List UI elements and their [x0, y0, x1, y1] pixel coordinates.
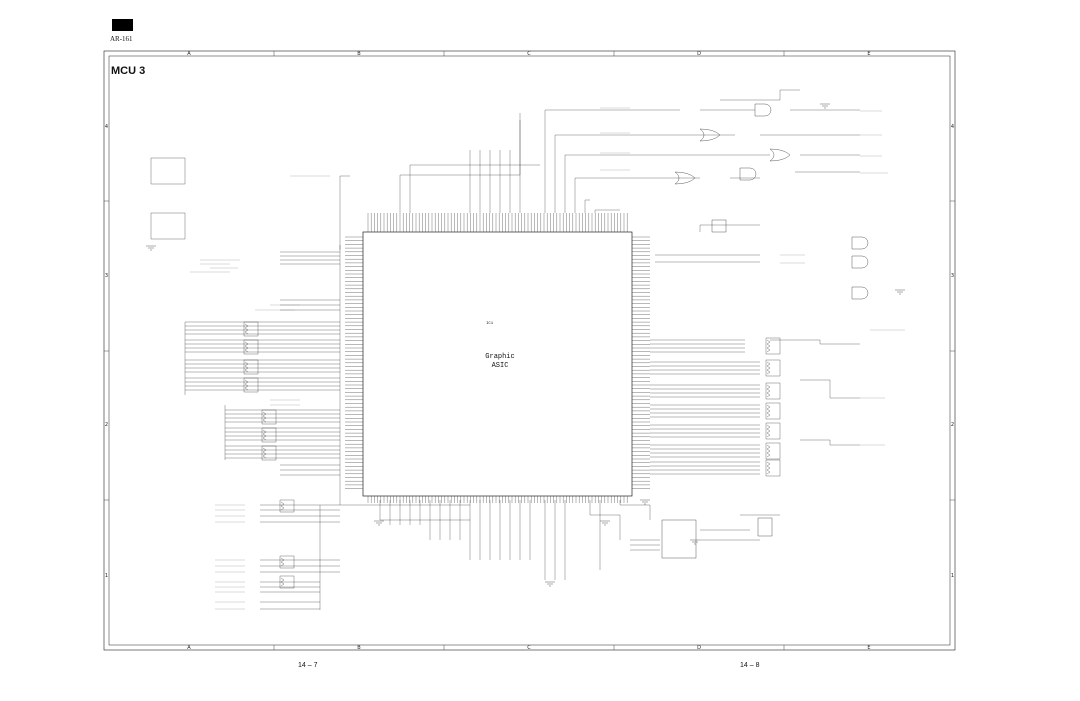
zone-top-c: C — [527, 51, 531, 57]
zone-bottom-c: C — [527, 645, 531, 651]
asic-title: Graphic ASIC — [440, 353, 560, 371]
signal-label-marks — [190, 107, 905, 610]
zone-left-4: 4 — [105, 124, 108, 130]
zone-bottom-b: B — [357, 645, 361, 651]
page-number-right: 14 – 8 — [740, 662, 760, 669]
inner-border — [108, 55, 951, 646]
wiring — [184, 89, 860, 610]
page-number-left: 14 – 7 — [298, 662, 318, 669]
zone-left-1: 1 — [105, 573, 108, 579]
zone-bottom-a: A — [187, 645, 191, 651]
zone-top-d: D — [697, 51, 701, 57]
zone-top-e: E — [867, 51, 870, 57]
zone-right-3: 3 — [951, 273, 954, 279]
zone-left-2: 2 — [105, 422, 108, 428]
model-label: AR-161 — [110, 35, 133, 43]
logic-gates — [661, 103, 869, 559]
zone-top-a: A — [187, 51, 191, 57]
zone-bottom-e: E — [867, 645, 870, 651]
ground-symbols — [146, 103, 905, 587]
zone-bottom-d: D — [697, 645, 701, 651]
zone-right-1: 1 — [951, 573, 954, 579]
zone-right-2: 2 — [951, 422, 954, 428]
black-index-tab — [112, 19, 133, 31]
asic-body — [362, 231, 633, 497]
outer-frame — [103, 50, 956, 651]
zone-top-b: B — [357, 51, 361, 57]
resistor-arrays — [150, 157, 781, 589]
zone-ticks — [104, 51, 955, 650]
zone-right-4: 4 — [951, 124, 954, 130]
asic-title-line2: ASIC — [491, 362, 509, 370]
sheet-title: MCU 3 — [111, 65, 146, 77]
zone-left-3: 3 — [105, 273, 108, 279]
asic-ref: IC1 — [486, 322, 494, 326]
asic-pins — [345, 213, 650, 503]
asic-title-line1: Graphic — [485, 353, 515, 361]
